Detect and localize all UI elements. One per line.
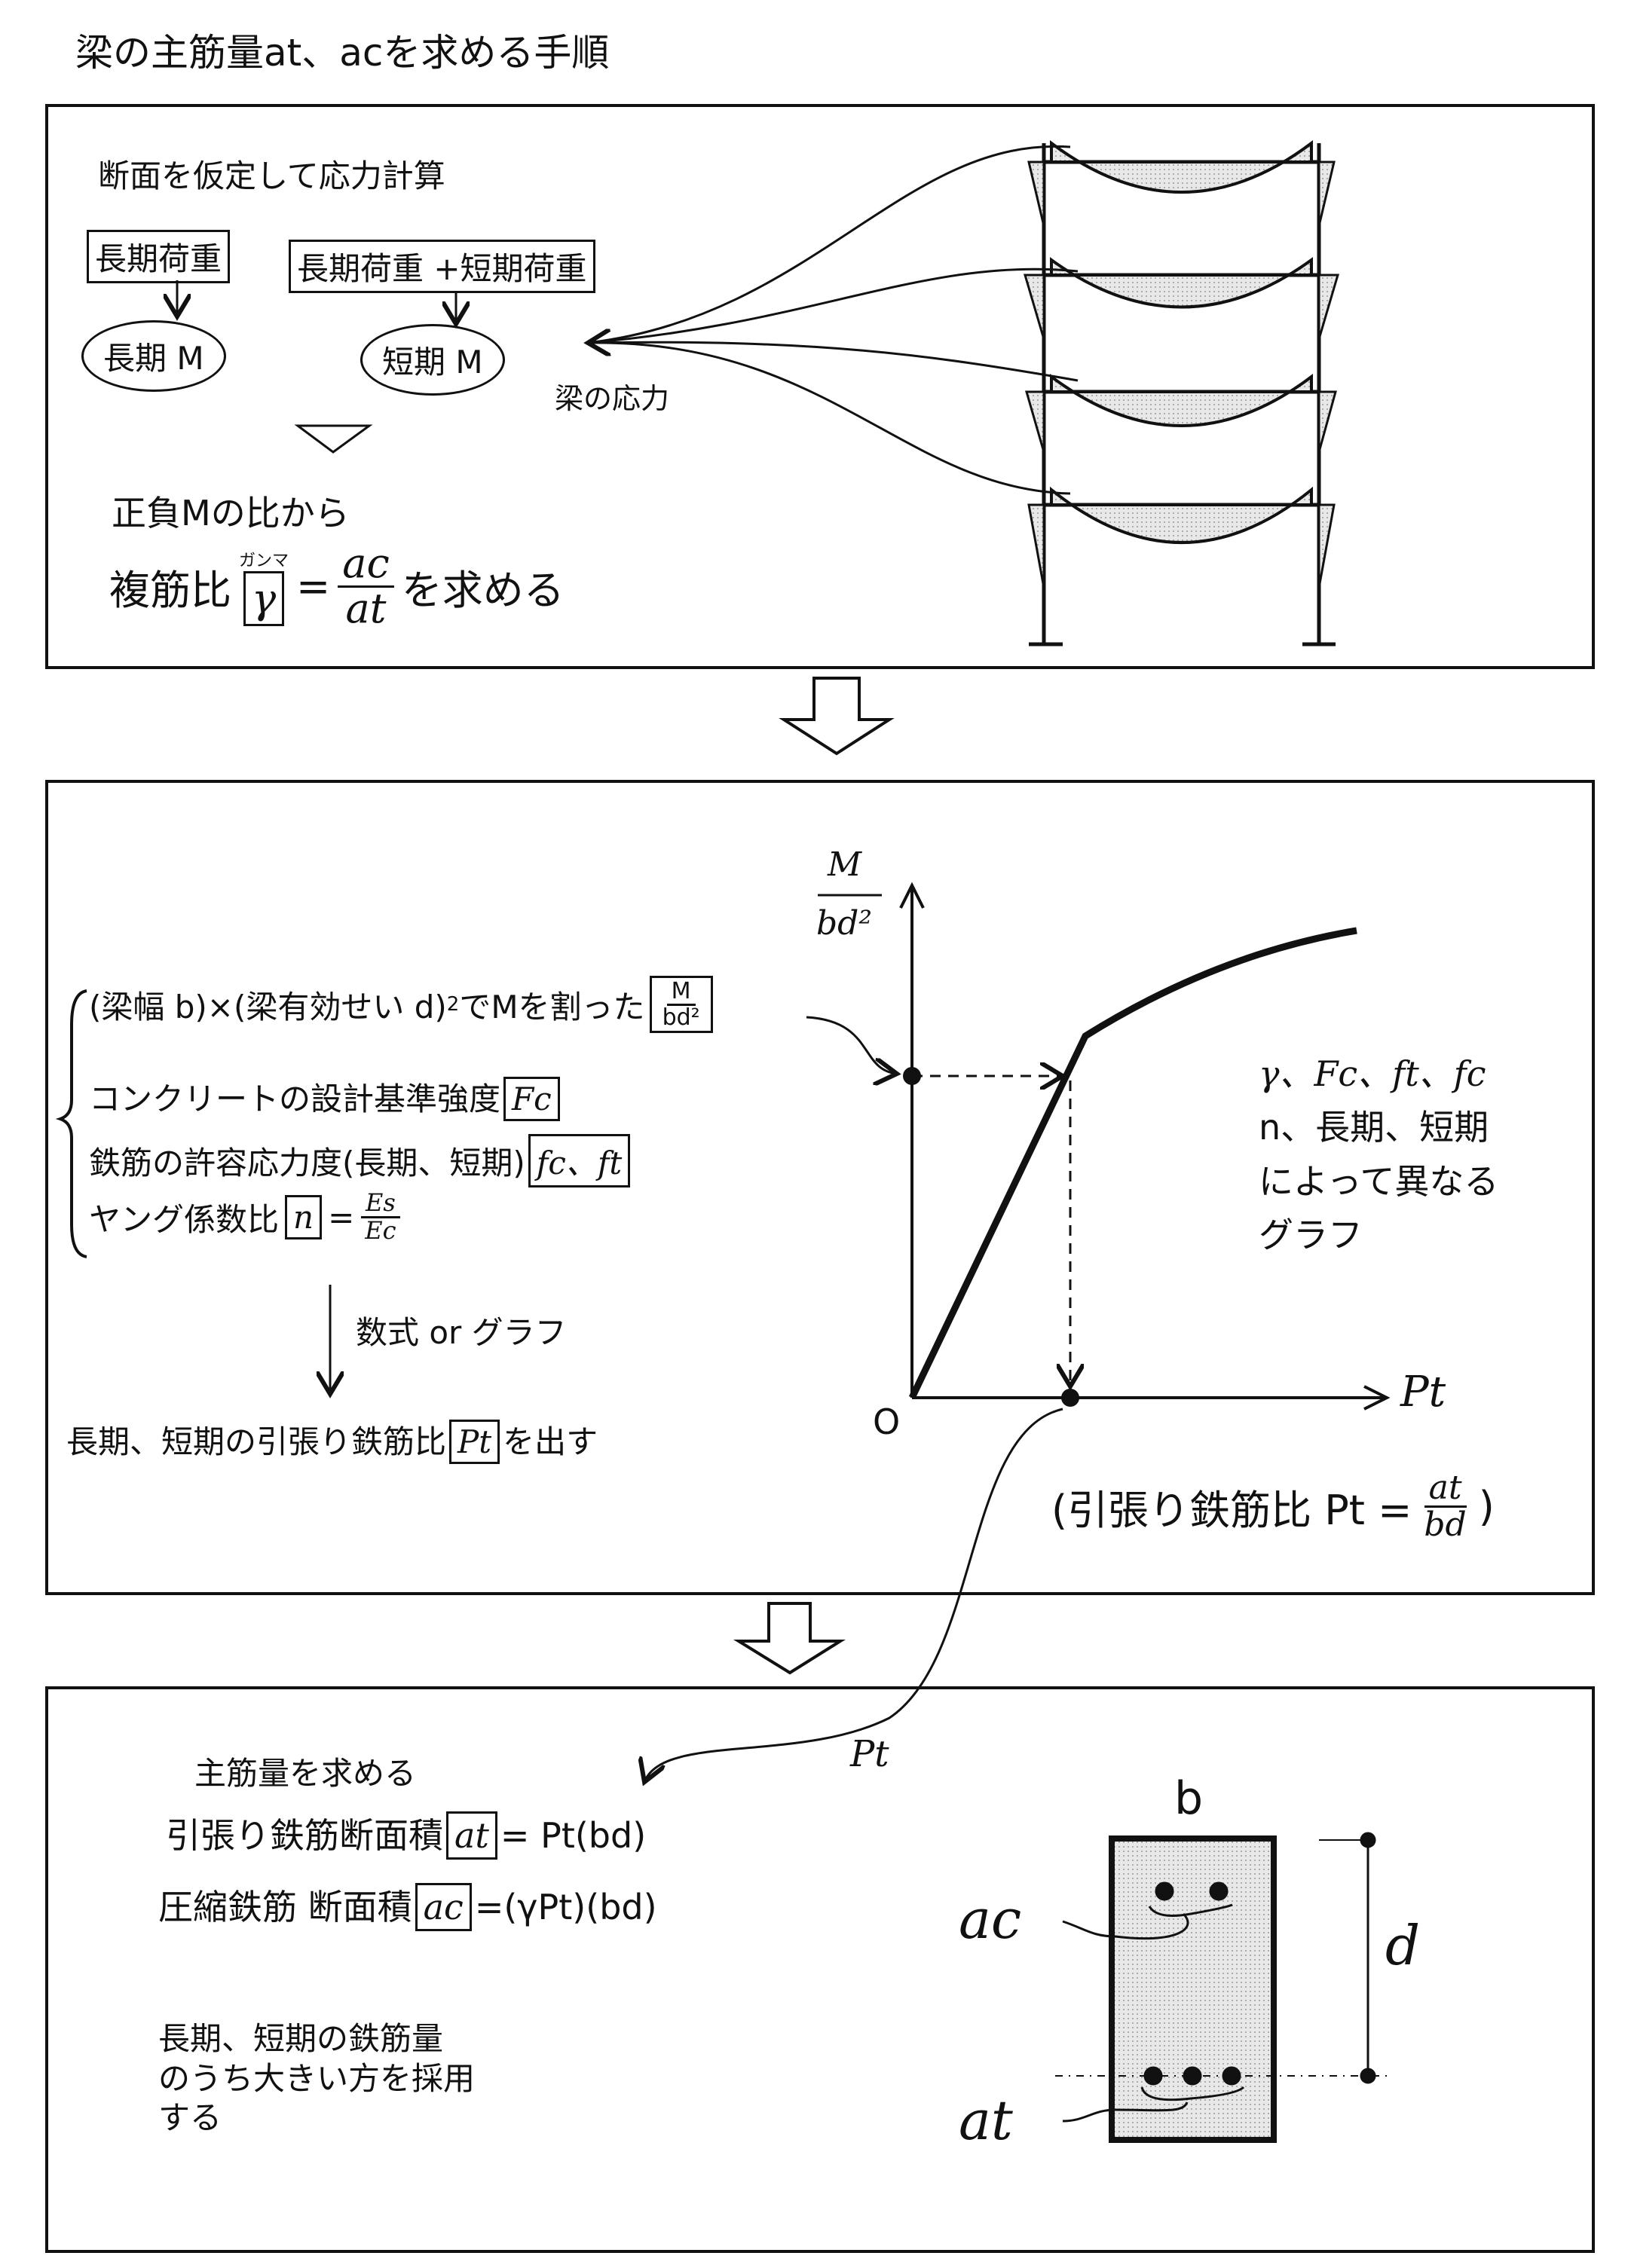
double-ratio-line: 複筋比 ガンマ γ = ac at を求める xyxy=(109,539,565,632)
stress-leader-curves xyxy=(588,145,1079,495)
graph-note: γ、Fc、ft、fc n、長期、短期 によって異なる グラフ xyxy=(1259,1053,1499,1255)
M-over-bd2: M bd² xyxy=(662,978,700,1031)
panel-rebar-area xyxy=(45,1686,1595,2253)
down-arrow-icon-2 xyxy=(733,1602,846,1675)
chart-xlabel: Pt xyxy=(1400,1368,1446,1417)
param-line-3: 鉄筋の許容応力度(長期、短期)fc、ft xyxy=(89,1134,631,1187)
via-text: 数式 or グラフ xyxy=(356,1314,567,1351)
section-ac-label: ac xyxy=(959,1887,1022,1951)
compression-bar xyxy=(1155,1881,1174,1901)
param-line-4: ヤング係数比 n = Es Ec xyxy=(89,1190,401,1243)
adopt-note: 長期、短期の鉄筋量 のうち大きい方を採用 する xyxy=(158,2020,476,2136)
section-at-label: at xyxy=(959,2089,1013,2152)
gamma-ruby: ガンマ xyxy=(239,551,289,570)
compression-bar xyxy=(1209,1881,1229,1901)
pt-label: Pt xyxy=(850,1733,889,1775)
heading-rebar: 主筋量を求める xyxy=(194,1755,417,1792)
section-b-label: b xyxy=(1174,1772,1204,1825)
chart-ylabel-num: M xyxy=(828,845,862,884)
pt-leader-curve xyxy=(644,1408,1063,1782)
y-point xyxy=(903,1067,921,1085)
long-M-oval: 長期 M xyxy=(81,320,226,392)
ac-over-at: ac at xyxy=(338,542,394,630)
chart-M-Pt xyxy=(899,882,1391,1411)
section-d-label: d xyxy=(1385,1914,1421,1977)
tension-bar xyxy=(1222,2066,1241,2086)
down-arrow-icon xyxy=(779,677,895,756)
down-triangle-icon xyxy=(294,424,373,454)
short-M-oval: 短期 M xyxy=(360,324,505,396)
beam-stress-label: 梁の応力 xyxy=(555,382,670,415)
param-line-1: (梁幅 b)×(梁有効せい d) 2 でMを割った M bd² xyxy=(89,976,713,1033)
long-short-load-box: 長期荷重 +短期荷重 xyxy=(289,240,595,293)
heading-stress-calc: 断面を仮定して応力計算 xyxy=(98,157,445,194)
chart-curve xyxy=(908,927,1357,1399)
ratio-from-text: 正負Mの比から xyxy=(112,493,350,533)
chart-origin: O xyxy=(873,1401,901,1442)
page-title: 梁の主筋量at、acを求める手順 xyxy=(75,31,610,75)
pt-definition: (引張り鉄筋比 Pt = at bd ) xyxy=(1051,1469,1495,1545)
tension-bar xyxy=(1183,2066,1202,2086)
panel-ratio-graph xyxy=(45,780,1595,1595)
curly-brace xyxy=(55,989,87,1258)
x-point xyxy=(1061,1389,1079,1407)
panel-stress-calc xyxy=(45,104,1595,669)
gamma-box: γ xyxy=(243,570,285,626)
beam-section xyxy=(1055,1832,1387,2143)
chart-ylabel-den: bd² xyxy=(816,904,872,943)
Es-over-Ec: Es Ec xyxy=(360,1190,400,1243)
column-moment-triangles xyxy=(1023,160,1340,588)
beam-moment-curves xyxy=(1050,139,1313,544)
long-load-box: 長期荷重 xyxy=(87,230,231,283)
arrow-to-graph xyxy=(806,1016,897,1074)
tension-bar xyxy=(1143,2066,1163,2086)
